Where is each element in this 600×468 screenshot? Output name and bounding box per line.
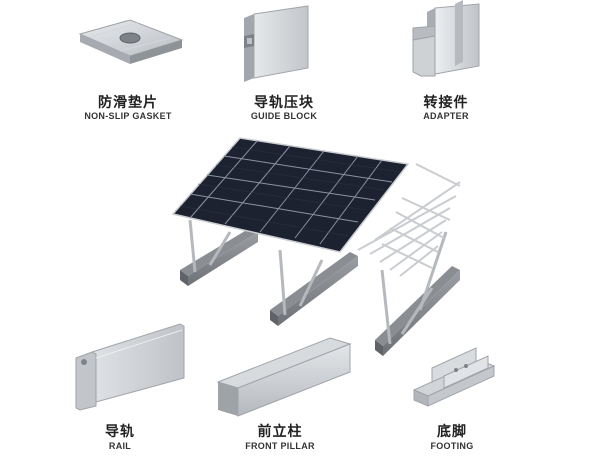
adapter-label-en: ADAPTER [423, 111, 469, 121]
front-pillar-label-cn: 前立柱 [257, 424, 303, 440]
adapter-image [412, 0, 480, 77]
guide-block-image [244, 5, 309, 82]
non-slip-gasket-image [78, 19, 184, 64]
front-pillar-image [216, 337, 352, 417]
footing-image [412, 347, 496, 407]
footing-label-en: FOOTING [430, 441, 474, 451]
rail-label-cn: 导轨 [105, 424, 135, 440]
rail-label-en: RAIL [108, 441, 132, 451]
footing-label-cn: 底脚 [437, 424, 467, 440]
adapter-label-cn: 转接件 [423, 95, 469, 111]
gasket-label-en: NON-SLIP GASKET [84, 111, 172, 121]
guide-block-label-en: GUIDE BLOCK [250, 111, 318, 121]
front-pillar-label-en: FRONT PILLAR [245, 441, 315, 451]
rail-image [75, 323, 185, 411]
guide-block-label-cn: 导轨压块 [254, 95, 314, 111]
gasket-label-cn: 防滑垫片 [98, 95, 158, 111]
solar-carport-assembly-image [171, 137, 461, 356]
